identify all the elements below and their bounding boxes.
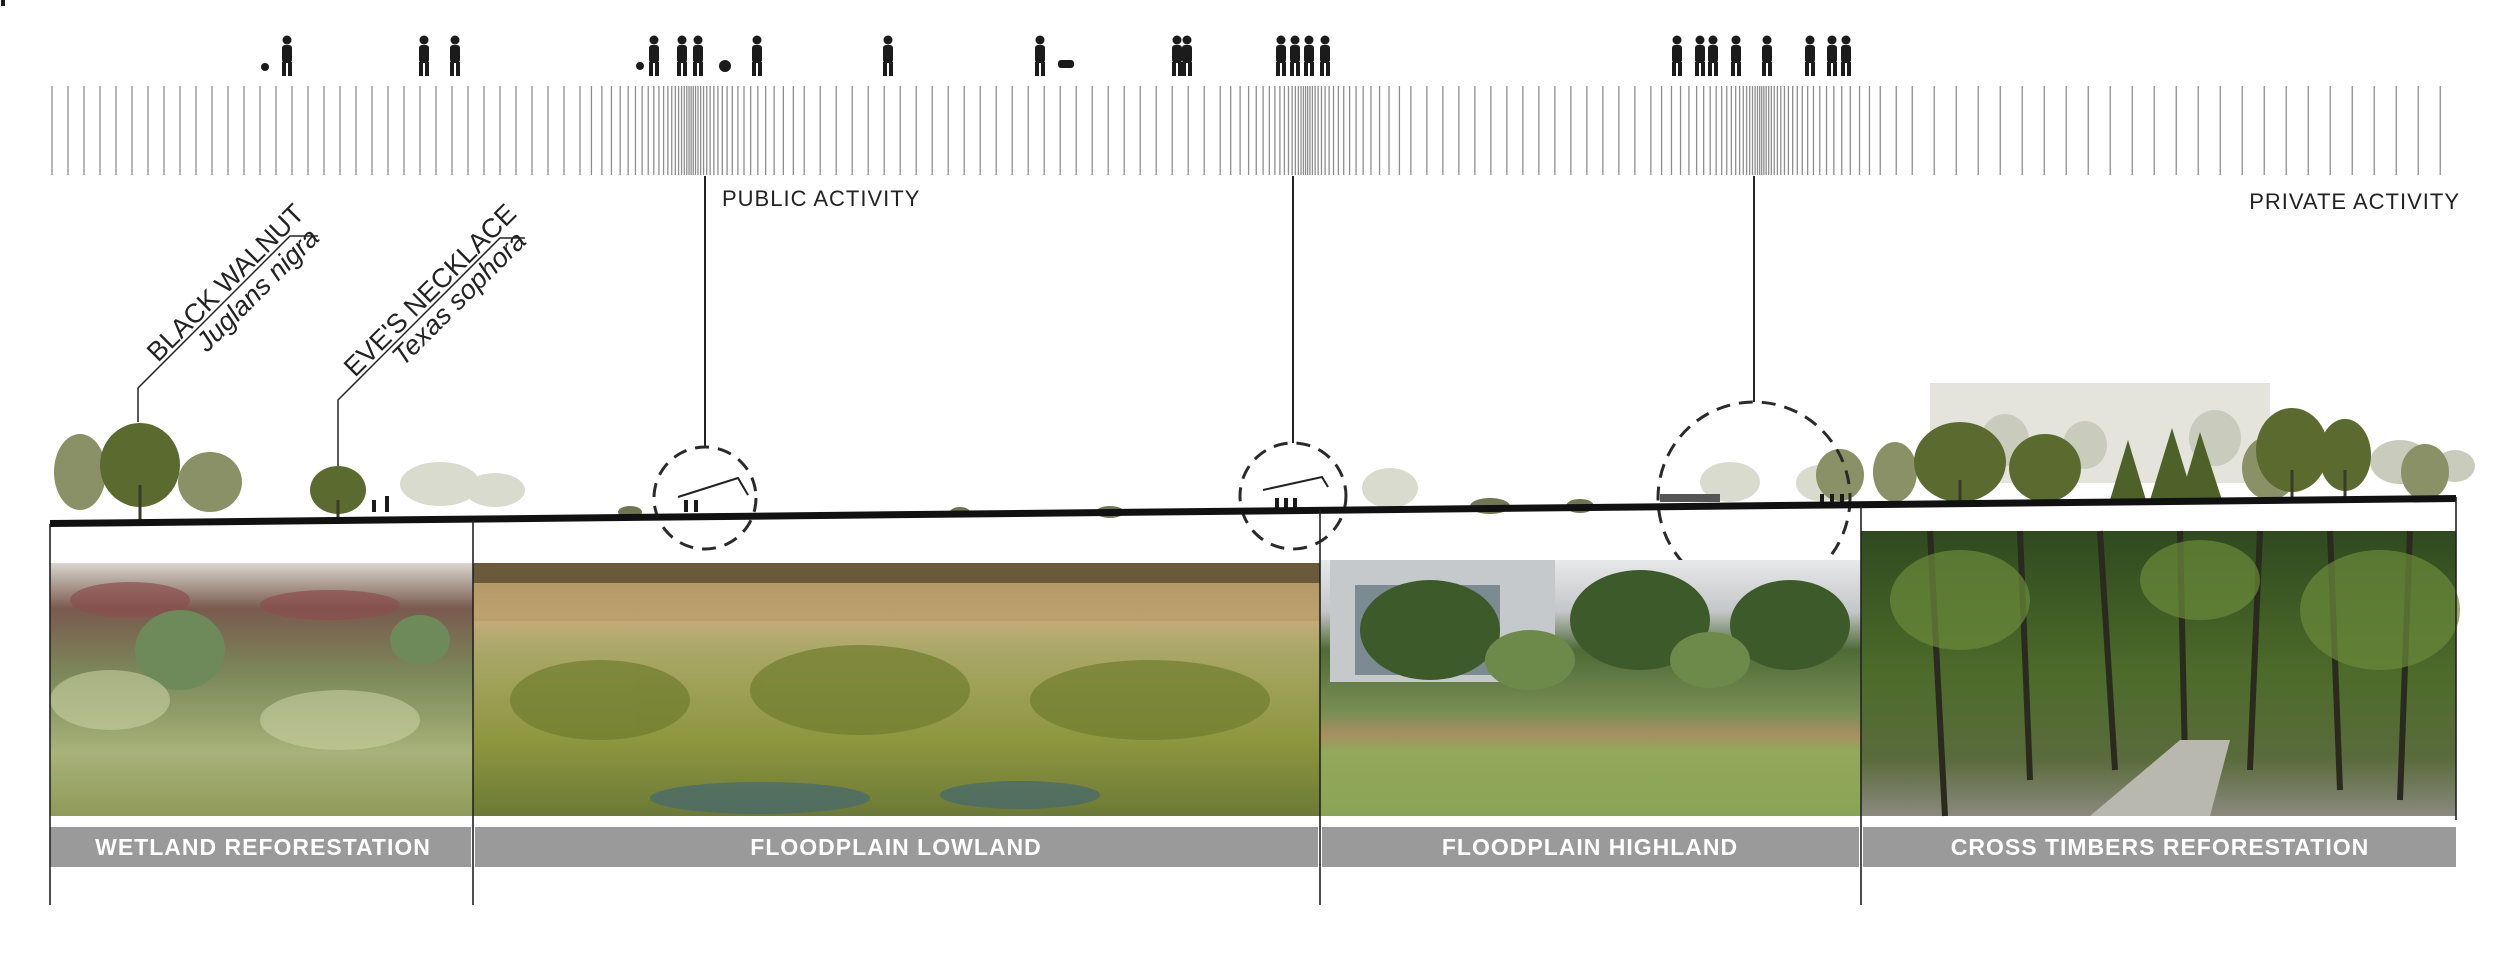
ground-line <box>50 495 2456 527</box>
photo-cross-timbers-reforestation <box>1861 530 2460 817</box>
species-label-black-walnut: BLACK WALNUT Juglans nigra <box>137 198 325 422</box>
photo-floodplain-lowland <box>473 563 1320 816</box>
leader-lines <box>704 176 1755 448</box>
zone-label-bands <box>50 827 2456 867</box>
zone-dividers <box>49 497 2457 905</box>
section-vegetation <box>54 383 2475 520</box>
zone-label-cross-timbers-reforestation: CROSS TIMBERS REFORESTATION <box>1951 834 2369 860</box>
people-silhouettes <box>1 0 1851 76</box>
zone-label-wetland-reforestation: WETLAND REFORESTATION <box>95 834 431 860</box>
photo-floodplain-highland <box>1320 560 1861 816</box>
zone-label-floodplain-highland: FLOODPLAIN HIGHLAND <box>1442 834 1738 860</box>
activity-density-barcode <box>51 86 2441 175</box>
photo-wetland-reforestation <box>50 563 473 816</box>
zone-label-floodplain-lowland: FLOODPLAIN LOWLAND <box>750 834 1041 860</box>
species-label-eves-necklace: EVE'S NECKLACE Texas sophora <box>337 198 532 472</box>
public-activity-label: PUBLIC ACTIVITY <box>722 186 920 211</box>
private-activity-label: PRIVATE ACTIVITY <box>2249 189 2460 214</box>
species-common-name: EVE'S NECKLACE <box>338 198 522 382</box>
